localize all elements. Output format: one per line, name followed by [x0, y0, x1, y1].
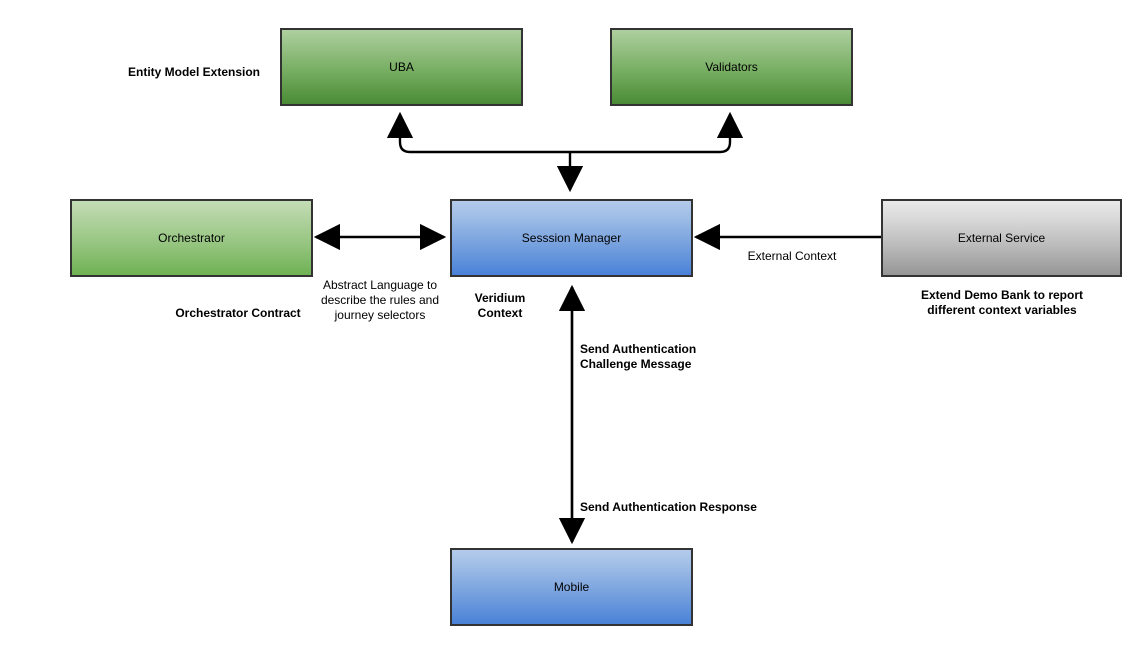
node-session-manager[interactable]: Sesssion Manager — [450, 199, 693, 277]
caption-entity-model-extension: Entity Model Extension — [127, 65, 260, 79]
caption-veridium-context: Veridium Context — [474, 291, 526, 320]
node-external-service[interactable]: External Service — [881, 199, 1122, 277]
caption-extend-demo-bank: Extend Demo Bank to report different con… — [920, 288, 1084, 317]
node-session-manager-label: Sesssion Manager — [521, 230, 622, 245]
edge-label-external-context: External Context — [747, 249, 837, 263]
node-orchestrator[interactable]: Orchestrator — [70, 199, 313, 277]
node-uba[interactable]: UBA — [280, 28, 523, 106]
node-validators-label: Validators — [705, 59, 758, 74]
node-mobile-label: Mobile — [553, 579, 590, 594]
node-external-service-label: External Service — [957, 230, 1046, 245]
caption-abstract-language: Abstract Language to describe the rules … — [320, 278, 440, 322]
node-orchestrator-label: Orchestrator — [158, 230, 225, 245]
node-validators[interactable]: Validators — [610, 28, 853, 106]
edge-session-manager-to-validators — [570, 111, 744, 154]
edge-label-send-auth-challenge: Send Authentication Challenge Message — [580, 342, 697, 371]
edge-label-send-auth-response: Send Authentication Response — [580, 500, 757, 514]
edge-session-manager-to-uba — [386, 111, 570, 154]
node-mobile[interactable]: Mobile — [450, 548, 693, 626]
node-uba-label: UBA — [389, 59, 414, 74]
caption-orchestrator-contract: Orchestrator Contract — [175, 306, 301, 320]
